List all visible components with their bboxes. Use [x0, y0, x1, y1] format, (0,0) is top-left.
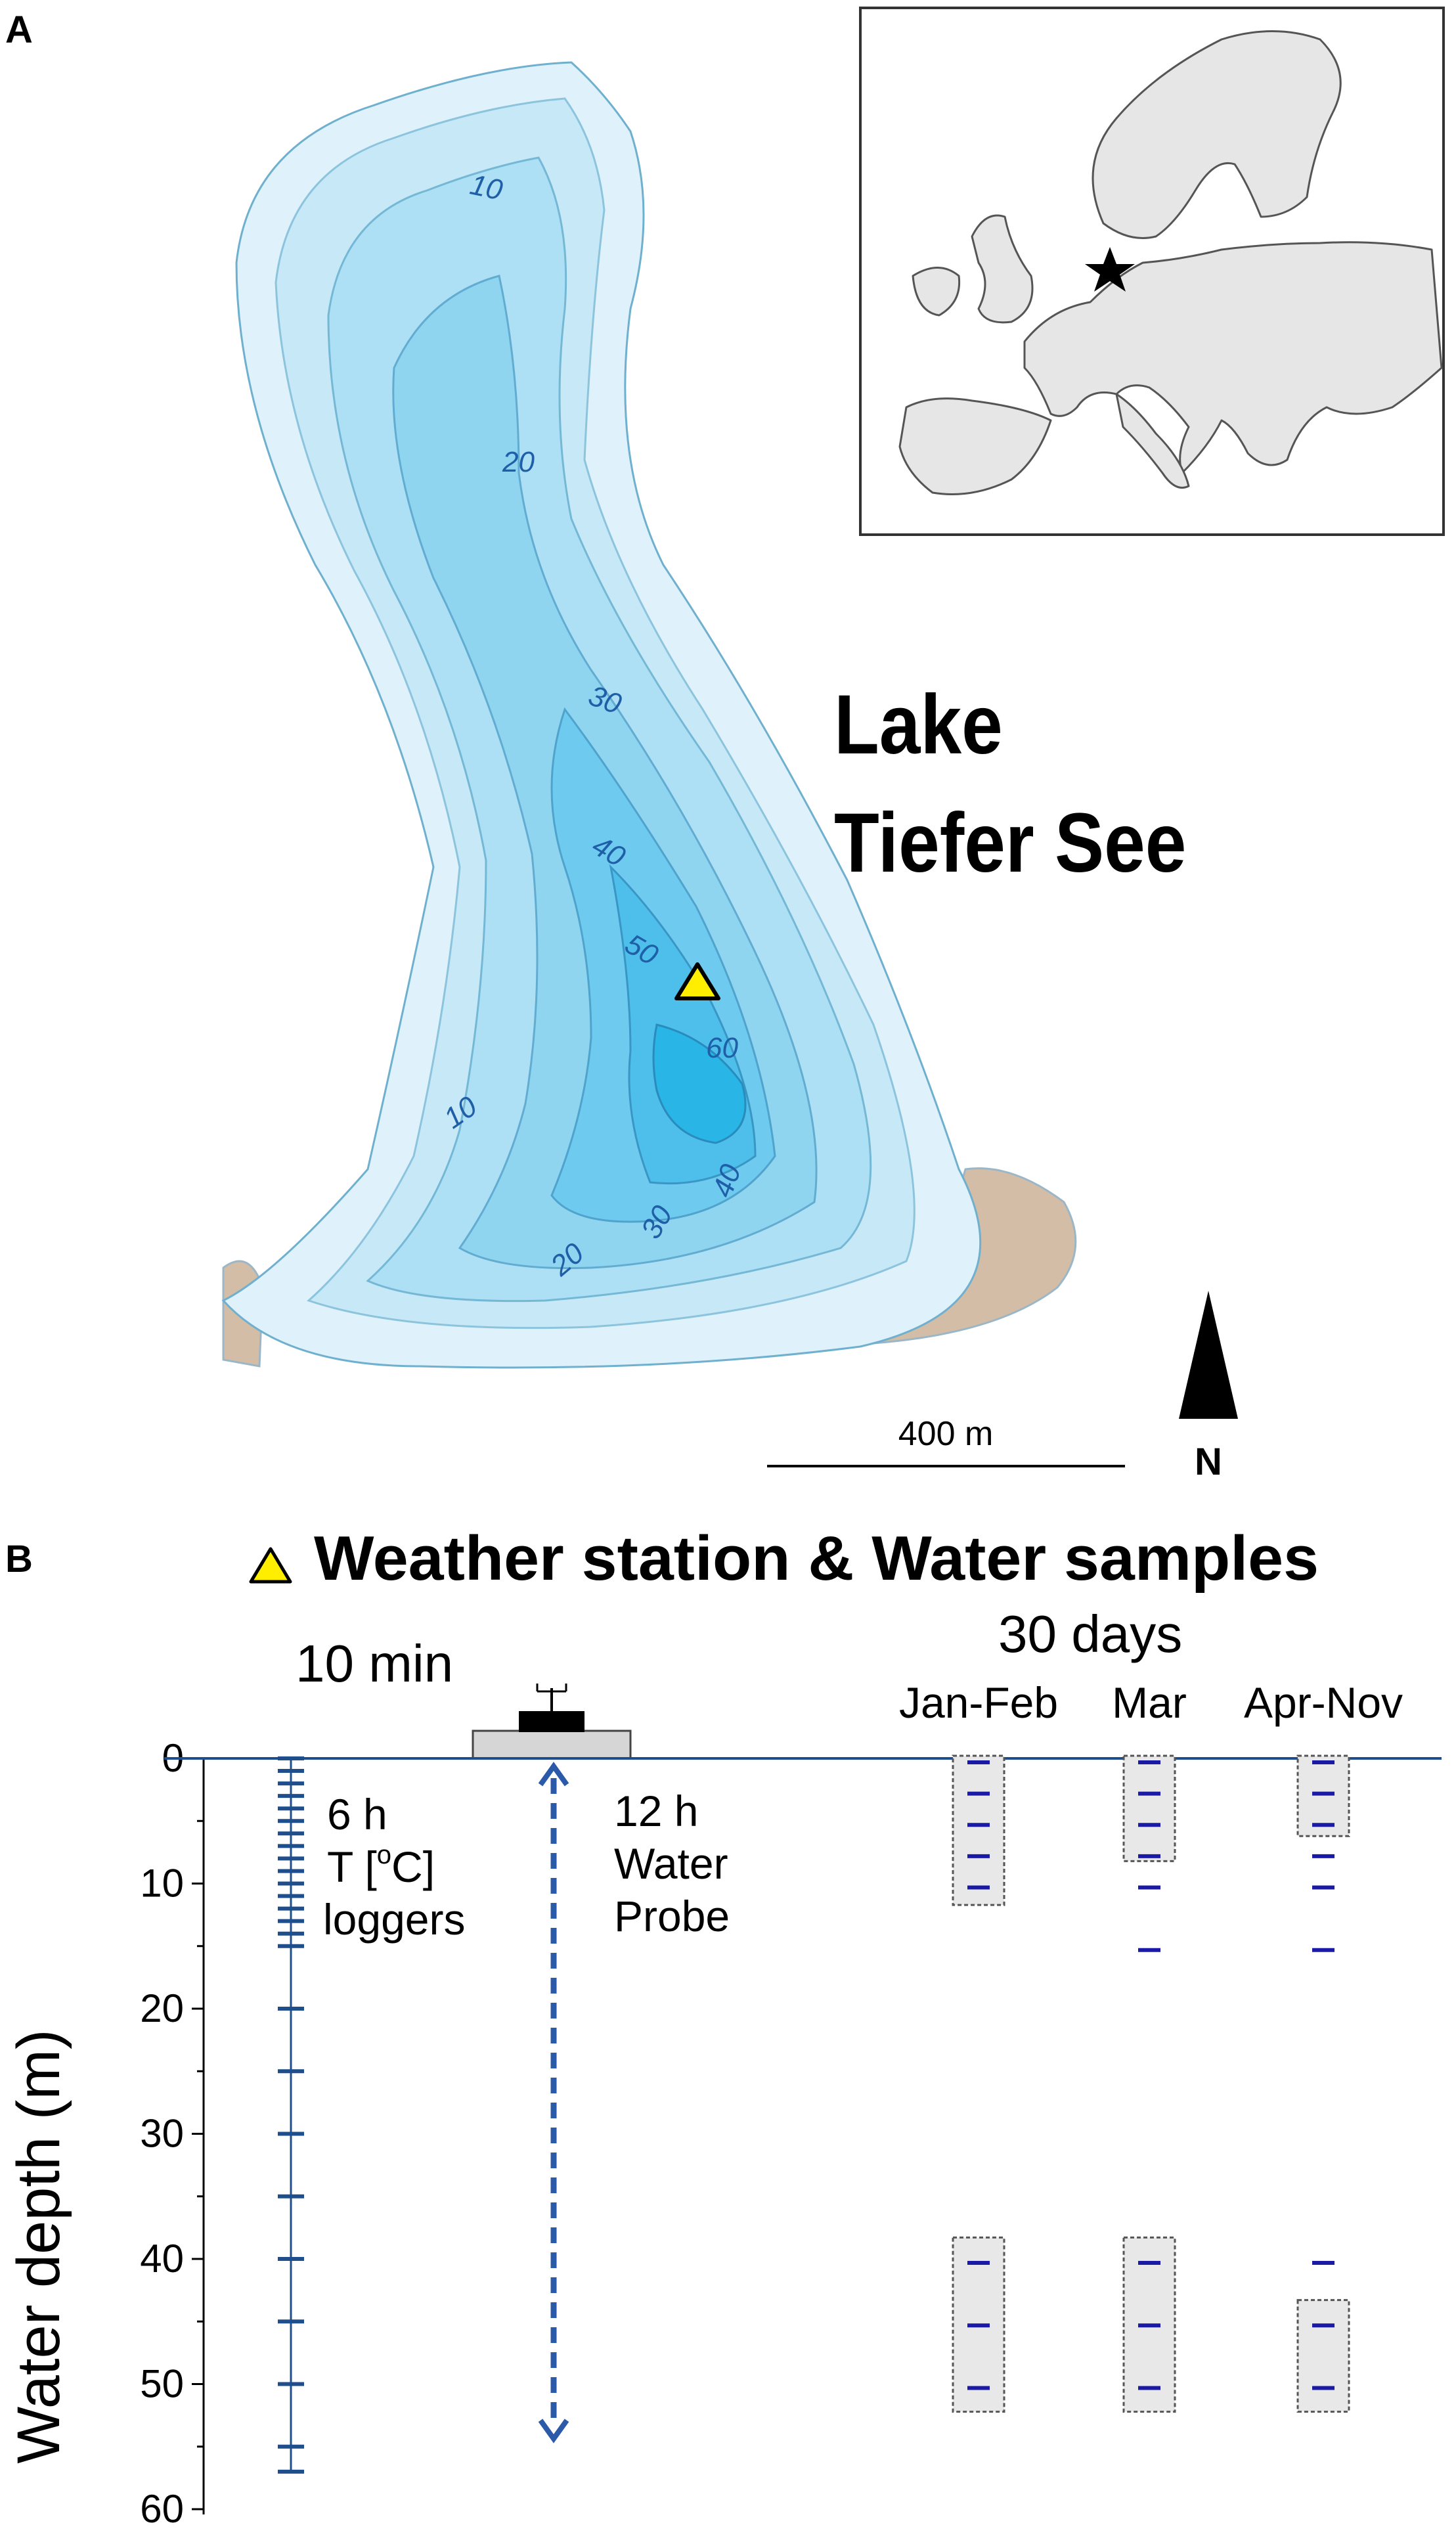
water-probe-profile: [538, 1762, 569, 2444]
probe-arrow-head-down: [538, 2419, 569, 2444]
inset-britain: [971, 214, 1034, 324]
column-header-mar: Mar: [1112, 1678, 1187, 1727]
scale-bar-label: 400 m: [898, 1415, 994, 1453]
column-header-jan-feb: Jan-Feb: [899, 1678, 1058, 1727]
y-tick-label: 30: [140, 2112, 184, 2156]
lake-name-line-1: Lake: [834, 678, 1003, 772]
location-star-marker: [1085, 247, 1135, 292]
logger-temp-label-degree: o: [377, 1841, 391, 1869]
column-header-apr-nov: Apr-Nov: [1244, 1678, 1403, 1727]
probe-label-line-1: Water: [614, 1839, 728, 1888]
sample-depth-box: [952, 1754, 1005, 1906]
probe-arrow-head-up: [538, 1762, 569, 1787]
weather-station-marker: [674, 962, 720, 1000]
y-tick-label: 40: [140, 2237, 184, 2281]
y-axis-label: Water depth (m): [5, 2029, 72, 2463]
y-tick-label: 50: [140, 2362, 184, 2406]
north-label: N: [1195, 1440, 1222, 1483]
probe-interval-label: 12 h: [614, 1787, 698, 1835]
logger-temp-label-t: T [: [327, 1842, 377, 1891]
probe-label-line-2: Probe: [614, 1892, 730, 1940]
inset-ireland: [912, 267, 961, 317]
weather-interval-label: 10 min: [296, 1634, 453, 1693]
temperature-logger-chain: [278, 1756, 304, 2474]
inset-continent: [1023, 241, 1443, 474]
logger-temp-label: T [oC]: [327, 1841, 435, 1891]
logger-label: loggers: [323, 1895, 465, 1944]
contour-label-20: 20: [502, 446, 535, 478]
lake-name-line-2: Tiefer See: [834, 796, 1187, 890]
panel-b-label: B: [5, 1538, 33, 1580]
contour-60: [652, 1023, 747, 1144]
contour-label-10-north: 10: [467, 168, 506, 206]
water-sample-depths: [952, 1754, 1350, 2413]
lake-bathymetry-map: 10 20 30 40 50 60 40 30 20 10 400 m N: [221, 7, 1445, 1483]
weather-station-platform-icon: [472, 1684, 632, 1760]
y-tick-label: 10: [140, 1862, 184, 1906]
legend-text: Weather station & Water samples: [314, 1523, 1319, 1594]
panel-a-label: A: [5, 9, 33, 51]
sample-interval-label: 30 days: [998, 1605, 1182, 1663]
logger-interval-label: 6 h: [327, 1790, 387, 1839]
inset-iberia: [898, 397, 1052, 495]
y-tick-label: 20: [140, 1986, 184, 2030]
sample-depth-box: [1296, 2299, 1350, 2413]
sampling-design-diagram: Weather station & Water samples 10 min 3…: [5, 1523, 1442, 2531]
inset-italy: [1115, 393, 1190, 489]
inset-scandinavia: [1092, 30, 1342, 239]
sample-depth-box: [1296, 1754, 1350, 1837]
north-arrow-icon: [1179, 1291, 1238, 1419]
sample-depth-box: [1122, 1754, 1176, 1862]
contour-label-60: 60: [706, 1032, 738, 1064]
logger-temp-label-c: C]: [391, 1842, 435, 1891]
y-tick-label: 60: [140, 2487, 184, 2531]
legend-station-triangle-icon: [249, 1547, 292, 1584]
europe-inset-map: [859, 7, 1445, 536]
